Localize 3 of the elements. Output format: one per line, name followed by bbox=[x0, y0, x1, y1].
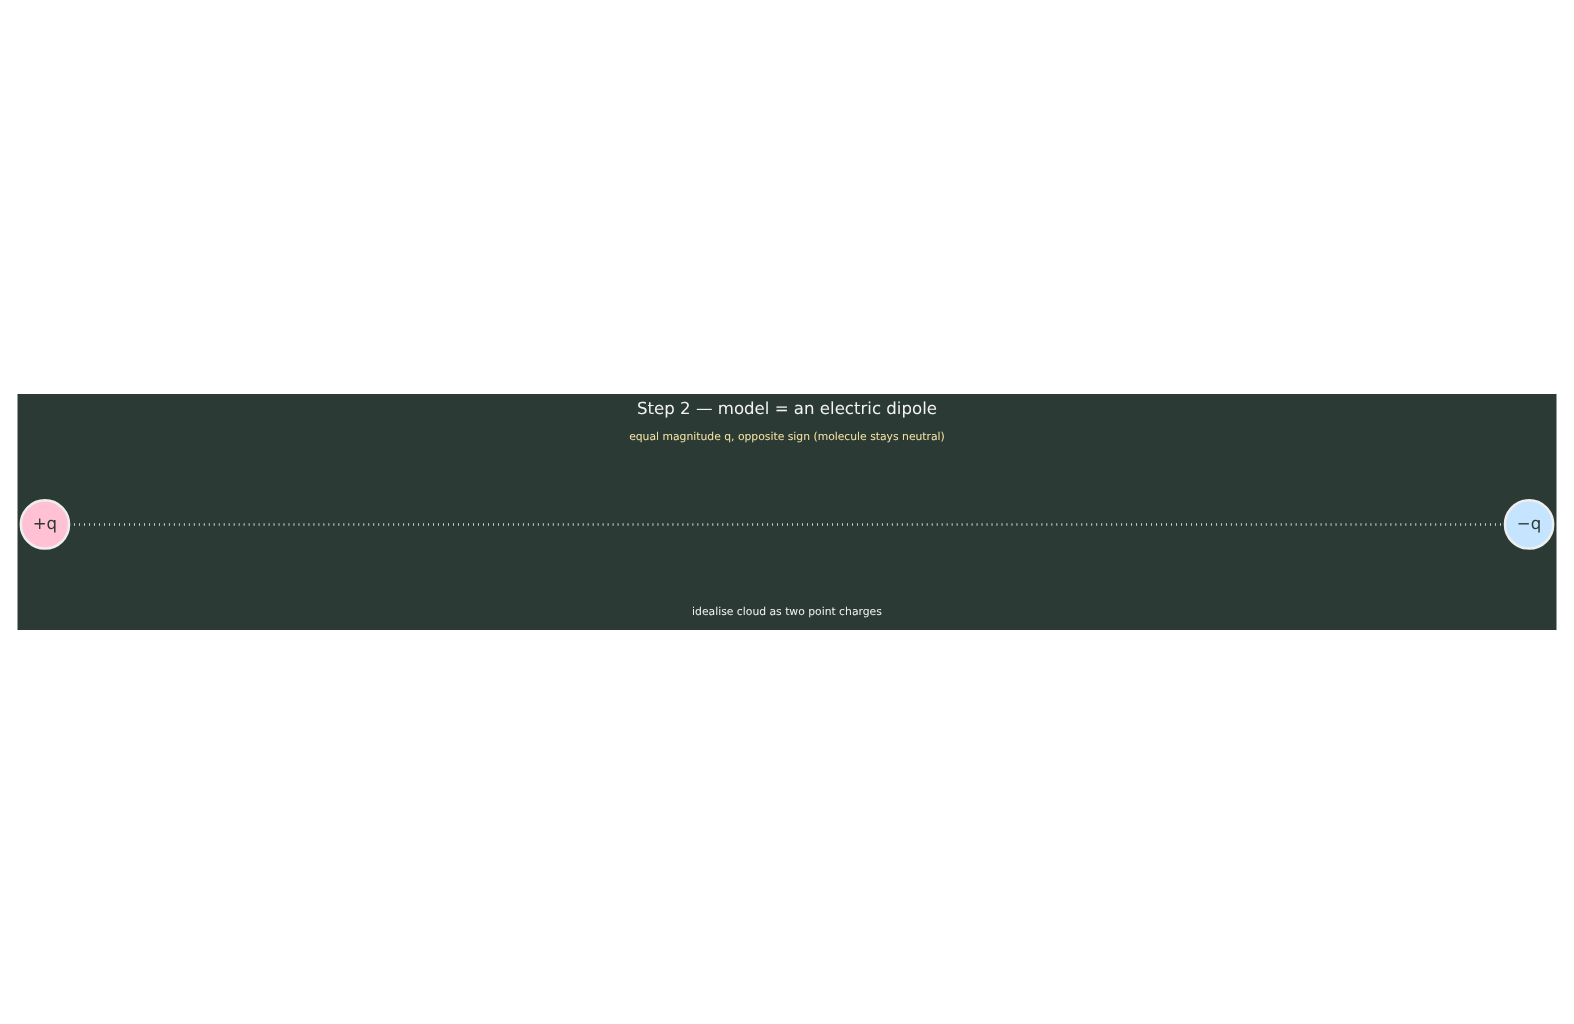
diagram-title: Step 2 — model = an electric dipole bbox=[637, 397, 937, 418]
node-circle: +q bbox=[19, 499, 71, 550]
node-circle: −q bbox=[1503, 499, 1555, 550]
